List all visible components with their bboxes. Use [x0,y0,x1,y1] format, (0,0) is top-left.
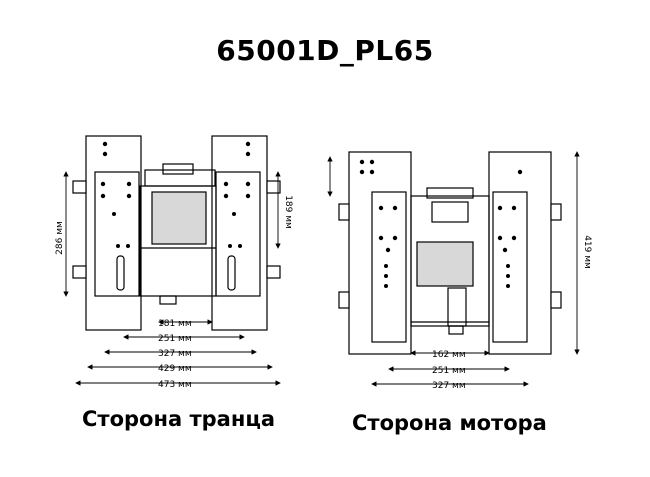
dim-419: 419 мм [582,235,592,269]
motor-side-caption: Сторона мотора [352,411,547,435]
dim-189: 189 мм [283,195,293,229]
dim-286: 286 мм [55,221,65,255]
dim-251-left: 251 мм [158,334,192,344]
dim-429: 429 мм [158,364,192,374]
transom-holes [100,141,251,248]
transom-side-caption: Сторона транца [82,407,276,431]
motor-side-view [338,151,562,355]
dim-251-right: 251 мм [432,366,466,376]
transom-side-view [72,135,281,331]
motor-dimension-lines [327,151,580,387]
dim-162: 162 мм [432,350,466,360]
dim-181: 181 мм [158,319,192,329]
dim-473: 473 мм [158,380,192,390]
transom-dimension-lines [63,171,281,386]
dim-327-right: 327 мм [432,381,466,391]
dim-327-left: 327 мм [158,349,192,359]
drawing-title: 65001D_PL65 [216,34,434,67]
motor-holes [359,159,523,288]
